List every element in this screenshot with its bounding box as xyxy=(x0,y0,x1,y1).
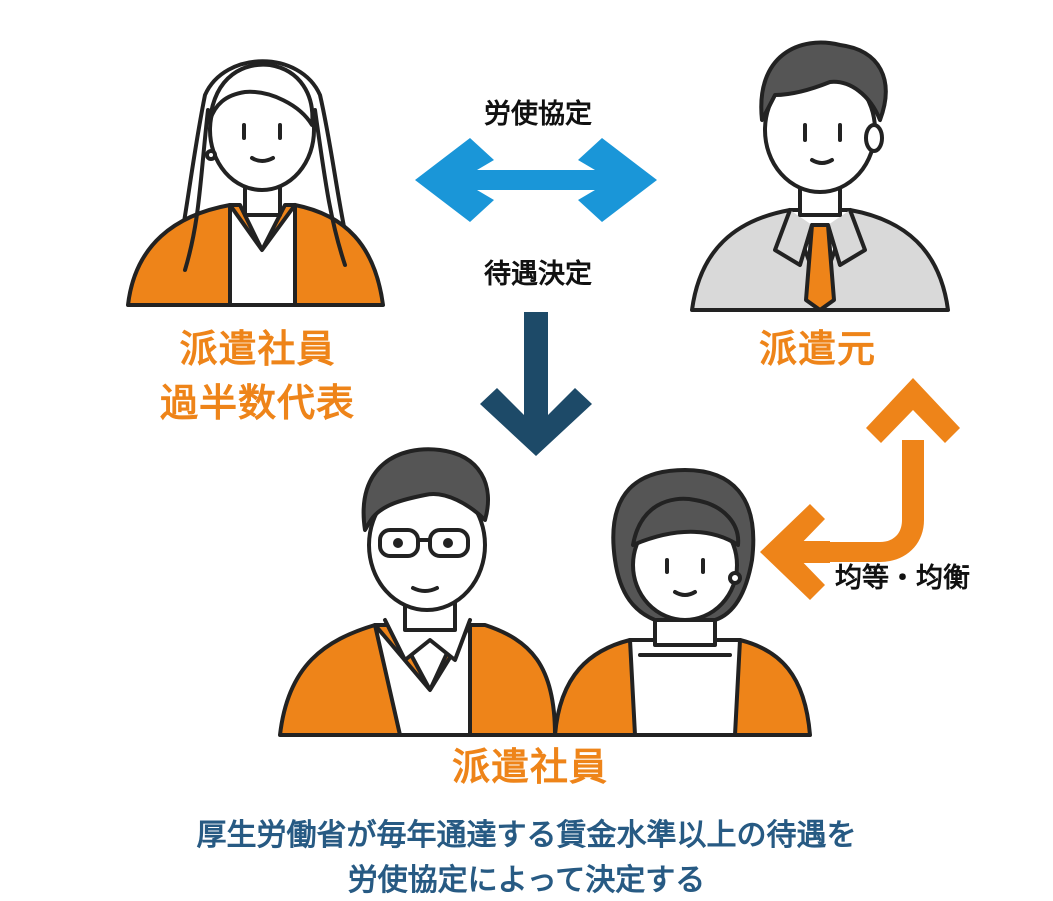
dispatcher-man-figure xyxy=(690,40,950,312)
hakenmoto-label: 派遣元 xyxy=(758,327,876,371)
down-arrow-icon xyxy=(480,312,592,456)
footer-line-2: 労使協定によって決定する xyxy=(347,863,706,898)
female-representative-figure xyxy=(126,59,385,307)
footer-line-1: 厚生労働省が毎年通達する賃金水準以上の待遇を xyxy=(196,818,857,853)
haken-shain-label: 派遣社員 xyxy=(451,745,608,789)
employee-woman-figure xyxy=(553,468,812,737)
employee-man-figure xyxy=(278,447,557,737)
taigu-kettei-label: 待遇決定 xyxy=(484,259,592,290)
kinto-kinko-label: 均等・均衡 xyxy=(835,563,970,594)
haken-rep-label-line2: 過半数代表 xyxy=(159,381,355,425)
haken-rep-label-line1: 派遣社員 xyxy=(179,327,336,371)
double-arrow-icon xyxy=(415,138,657,222)
roushi-kyotei-label: 労使協定 xyxy=(484,99,592,130)
orange-bidirectional-arrow-icon xyxy=(760,378,960,600)
